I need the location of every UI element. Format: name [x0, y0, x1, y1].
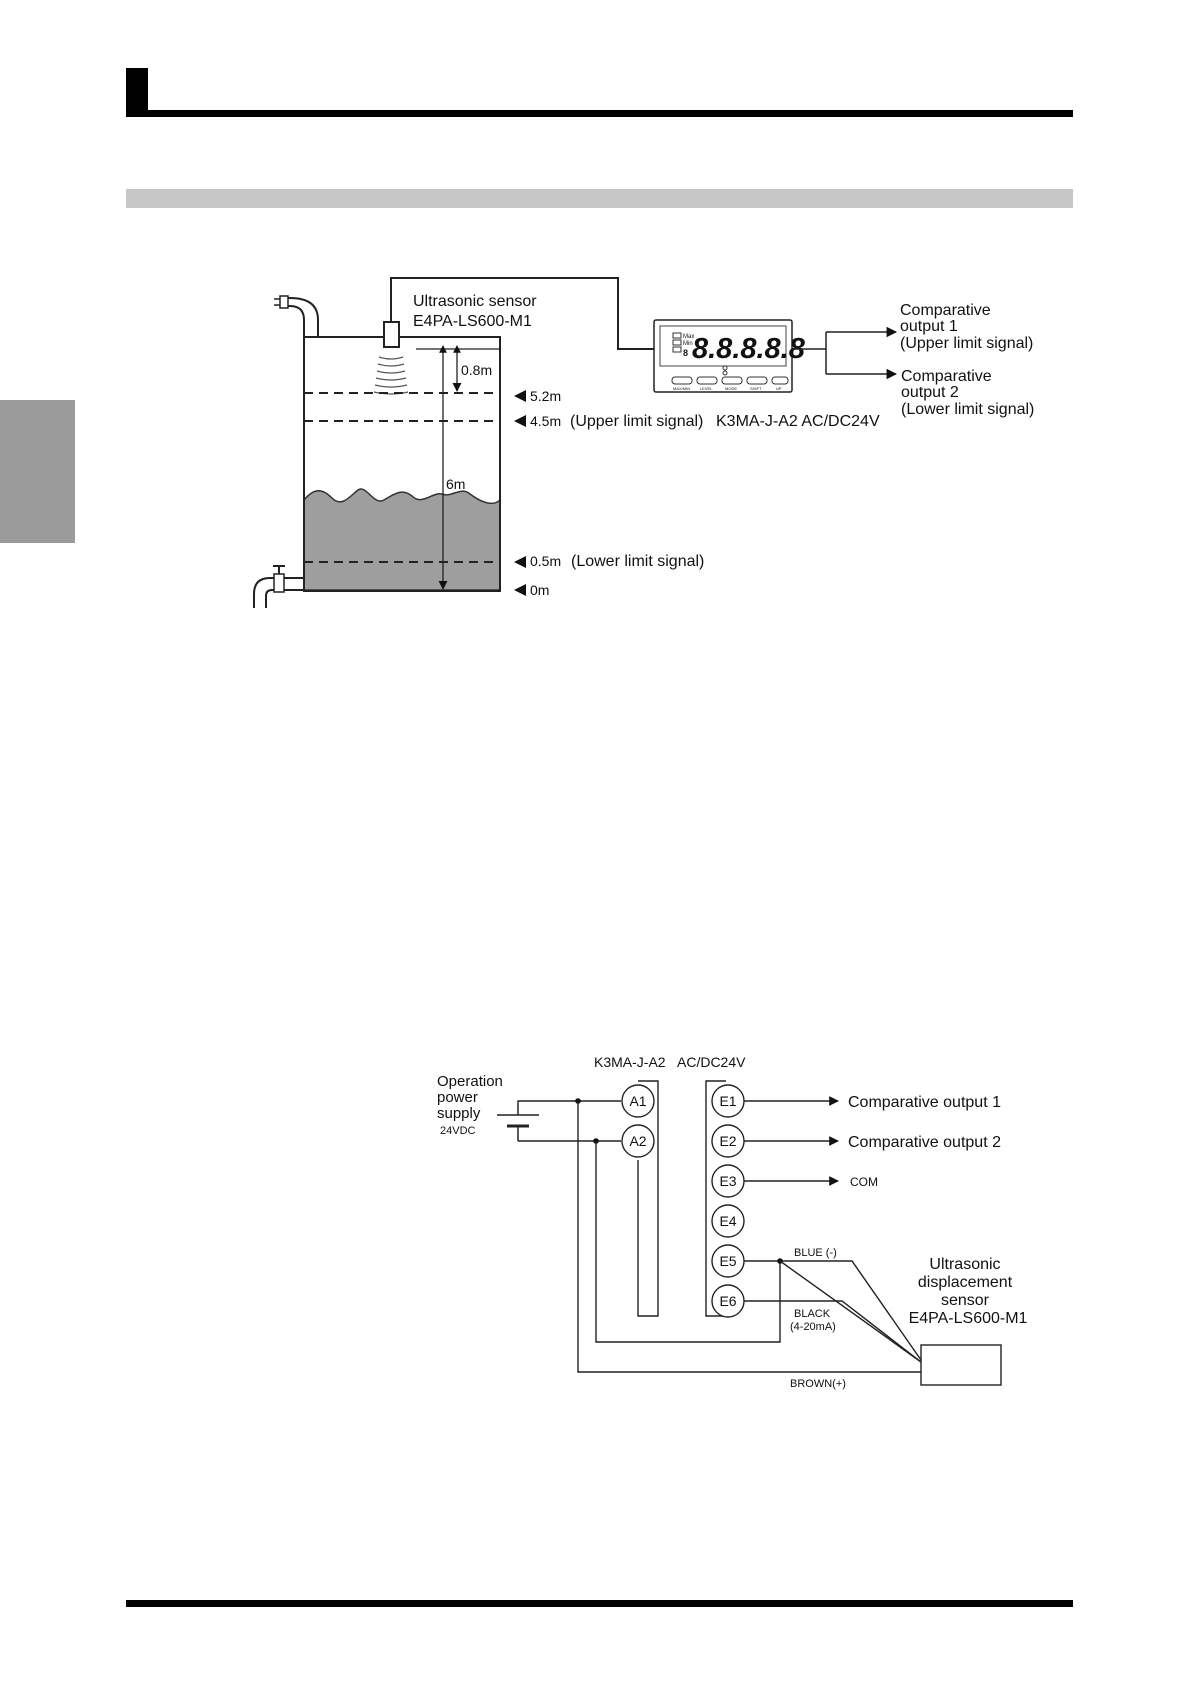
ind-min-box	[672, 339, 682, 346]
brown-label: BROWN(+)	[790, 1378, 846, 1390]
terminal-a2	[621, 1124, 655, 1158]
wire-blue	[744, 1260, 922, 1361]
dim-6-label: 6m	[446, 476, 465, 492]
out1-line2: output 1	[900, 318, 958, 335]
out1-line3: (Upper limit signal)	[900, 335, 1033, 352]
level-52-label: 5.2m	[530, 388, 561, 404]
wiring-diagram: K3MA-J-A2 AC/DC24V Operation power suppl…	[437, 1054, 1028, 1390]
display-digits: 8.8.8.8.8	[692, 333, 806, 365]
display-status-dot-2	[722, 370, 728, 376]
terminal-a2-label: A2	[629, 1133, 646, 1149]
sensor-label-line1: Ultrasonic sensor	[413, 293, 537, 310]
comparative-output-2: Comparative output 2	[848, 1134, 1001, 1151]
terminal-e3-label: E3	[719, 1173, 736, 1189]
marker-4-5-icon	[514, 415, 526, 427]
wire-junction-sensor	[779, 1260, 922, 1363]
out2-line1: Comparative	[901, 368, 992, 385]
btn-max-min[interactable]	[671, 376, 693, 385]
controller-model-label: K3MA-J-A2 AC/DC24V	[716, 413, 880, 430]
outlet-faucet-icon	[253, 565, 304, 608]
tank-diagram: 0.8m 6m 5.2m 4.5m (Upper limit signal) K…	[253, 277, 1034, 608]
footer-rule	[126, 1600, 1073, 1607]
btn-label-up: UP	[776, 386, 782, 391]
out2-line3: (Lower limit signal)	[901, 401, 1034, 418]
upper-limit-label: (Upper limit signal)	[570, 413, 703, 430]
display-status-dot	[722, 365, 728, 371]
wire-brown	[577, 1101, 921, 1373]
sensor-line4: E4PA-LS600-M1	[909, 1310, 1028, 1327]
comparative-output-1: Comparative output 1	[848, 1094, 1001, 1111]
supply-line2: power	[437, 1089, 478, 1106]
controller-device: Max Min 8 8.8.8.8.8 MAX/MIN LEVEL MODE S…	[653, 319, 806, 393]
level-45-label: 4.5m	[530, 413, 561, 429]
tank-outline	[303, 336, 501, 592]
btn-label-max-min: MAX/MIN	[673, 386, 690, 391]
wire-a2-to-e5	[595, 1141, 781, 1343]
com-label: COM	[850, 1175, 878, 1189]
indicator-min: Min	[683, 341, 693, 347]
level-05-label: 0.5m	[530, 553, 561, 569]
display-small-digit: 8	[683, 348, 688, 358]
out1-line1: Comparative	[900, 302, 991, 319]
sensor-cable	[390, 277, 658, 350]
supply-voltage: 24VDC	[440, 1125, 476, 1137]
terminal-e4	[711, 1204, 745, 1238]
black-label-line2: (4-20mA)	[790, 1321, 836, 1333]
side-tab	[0, 400, 75, 543]
supply-line3: supply	[437, 1105, 481, 1122]
sensor-line2: displacement	[918, 1274, 1013, 1291]
terminal-a1-label: A1	[629, 1093, 646, 1109]
btn-label-mode: MODE	[725, 386, 737, 391]
dim-08-label: 0.8m	[461, 362, 492, 378]
wiring-title-power: AC/DC24V	[677, 1054, 746, 1070]
btn-up[interactable]	[771, 376, 789, 385]
terminal-e2-label: E2	[719, 1133, 736, 1149]
btn-level[interactable]	[696, 376, 718, 385]
sensor-label-line2: E4PA-LS600-M1	[413, 313, 532, 330]
marker-0-icon	[514, 584, 526, 596]
ultrasonic-waves	[373, 356, 409, 395]
header-rule	[126, 110, 1073, 117]
btn-label-level: LEVEL	[700, 386, 713, 391]
sensor-line1: Ultrasonic	[929, 1256, 1000, 1273]
output-branch-line	[792, 332, 827, 374]
wire-black	[744, 1300, 922, 1363]
ind-max-box	[672, 332, 682, 339]
terminal-a1	[621, 1084, 655, 1118]
ultrasonic-sensor-box	[920, 1344, 1002, 1386]
terminal-block-e	[705, 1080, 726, 1317]
terminal-e4-label: E4	[719, 1213, 736, 1229]
terminal-e-circles	[711, 1084, 745, 1318]
level-0-label: 0m	[530, 582, 549, 598]
btn-label-shift: SHIFT	[750, 386, 762, 391]
black-label-line1: BLACK	[794, 1308, 831, 1320]
terminal-e6-label: E6	[719, 1293, 736, 1309]
water-fill	[303, 488, 501, 591]
section-bar	[126, 189, 1073, 208]
indicator-max: Max	[683, 334, 694, 340]
terminal-e5-label: E5	[719, 1253, 736, 1269]
controller-buttons: MAX/MIN LEVEL MODE SHIFT UP	[671, 376, 789, 391]
btn-mode[interactable]	[721, 376, 743, 385]
sensor-line3: sensor	[941, 1292, 990, 1309]
battery-icon	[497, 1104, 539, 1141]
lower-limit-label: (Lower limit signal)	[571, 553, 704, 570]
btn-shift[interactable]	[746, 376, 768, 385]
header-block	[126, 68, 148, 116]
marker-5-2-icon	[514, 390, 526, 402]
supply-line1: Operation	[437, 1073, 503, 1090]
ind-third-box	[672, 346, 682, 353]
blue-label: BLUE (-)	[794, 1247, 837, 1259]
wire-supply-plus	[517, 1100, 621, 1104]
terminal-block-a	[637, 1080, 659, 1317]
wiring-title-model: K3MA-J-A2	[594, 1054, 666, 1070]
marker-0-5-icon	[514, 556, 526, 568]
inlet-pipe-icon	[274, 295, 319, 337]
out2-line2: output 2	[901, 384, 959, 401]
ultrasonic-sensor-icon	[383, 321, 400, 348]
terminal-e1-label: E1	[719, 1093, 736, 1109]
